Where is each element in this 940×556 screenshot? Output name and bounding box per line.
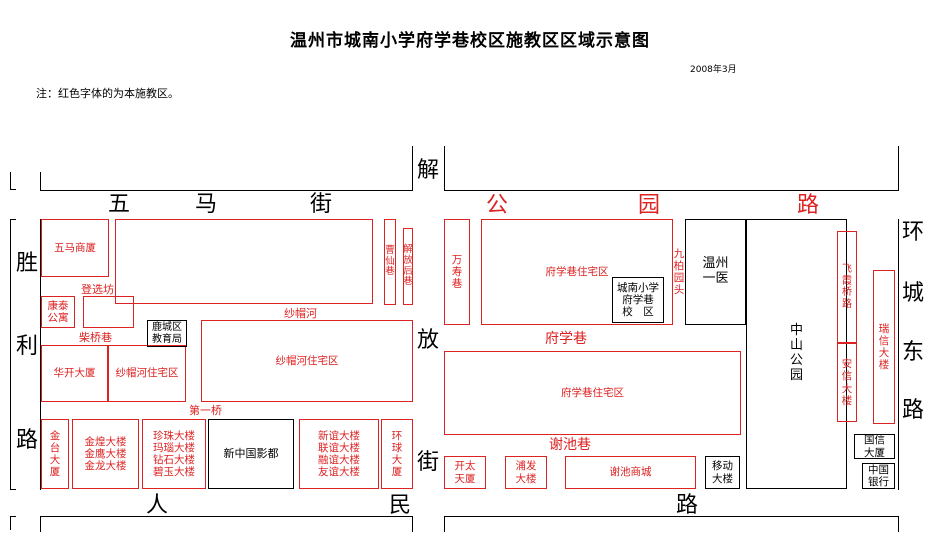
block-jinhuang-group: 金煌大楼 金鹰大楼 金龙大楼 — [72, 419, 139, 489]
block-zhongshan-park: 中 山 公 园 — [746, 219, 847, 489]
shengli-road-west-cap-top — [10, 189, 16, 190]
block-lucheng-education-bureau: 鹿城区 教育局 — [147, 320, 187, 347]
lane-chaiqiaoxiang: 柴桥巷 — [79, 331, 112, 344]
jiefang-road-west-edge-bottom — [412, 516, 413, 532]
road-label-huan: 环 — [902, 220, 925, 245]
wuma-road-north-left-tick — [40, 172, 41, 190]
block-wuma-street-frontage — [115, 219, 373, 304]
block-fuxuexiang-residential-north: 府学巷住宅区 — [481, 219, 673, 325]
jiefang-road-west-edge-top — [412, 146, 413, 191]
lane-jiefanghou: 解 放 后 巷 — [403, 228, 413, 305]
block-jintai: 金 台 大 厦 — [41, 419, 69, 489]
shengli-road-west-cap-bottom — [10, 489, 16, 490]
renmin-road-south-right-edge — [444, 516, 899, 517]
block-fuxuexiang-residential-south: 府学巷住宅区 — [444, 351, 741, 435]
renmin-road-south-left-tick — [40, 516, 41, 532]
road-label-jie: 解 — [417, 158, 440, 183]
road-label-lu-left: 路 — [16, 428, 39, 453]
block-huakai: 华开大厦 — [41, 345, 108, 402]
block-ruixin: 瑞 信 大 楼 — [873, 270, 895, 424]
road-label-sheng: 胜 — [16, 251, 39, 276]
road-label-fang: 放 — [417, 328, 440, 353]
road-label-yuan: 园 — [638, 193, 661, 218]
road-label-min: 民 — [389, 493, 412, 518]
road-label-ren: 人 — [146, 493, 169, 518]
road-label-li: 利 — [16, 334, 39, 359]
map-date: 2008年3月 — [690, 65, 737, 75]
road-label-lu-right: 路 — [902, 398, 925, 423]
block-wenzhou-no1-hospital: 温州 一医 — [685, 219, 746, 325]
shengli-road-west-edge — [10, 219, 11, 490]
renmin-road-south-left-edge — [40, 516, 413, 517]
block-shamaohe-residential: 纱帽河住宅区 — [201, 320, 413, 402]
lane-fuxuexiang: 府学巷 — [545, 331, 587, 347]
road-label-wu: 五 — [108, 192, 131, 217]
lane-dengxuanfang: 登选坊 — [81, 283, 114, 296]
lane-caoxian: 曹 仙 巷 — [384, 219, 396, 305]
road-feixiaqiao: 飞 霞 桥 路 — [837, 231, 857, 343]
lane-wanshou: 万 寿 巷 — [444, 219, 470, 325]
block-kangtai: 康泰 公寓 — [41, 296, 75, 328]
lane-shamaohe: 纱帽河 — [284, 307, 317, 320]
block-xinzhongguo-cinema: 新中国影都 — [208, 419, 294, 489]
wuma-road-north-left-edge — [40, 190, 412, 191]
road-label-lu-bottom: 路 — [676, 493, 699, 518]
block-bank-of-china: 中国 银行 — [862, 463, 895, 489]
gongyuan-road-north-right-edge — [444, 190, 899, 191]
road-label-wujie: 街 — [310, 192, 333, 217]
map-note: 注：红色字体的为本施教区。 — [36, 87, 179, 100]
block-chengnan-school: 城南小学 府学巷 校 区 — [612, 277, 664, 323]
shengli-road-east-edge — [40, 219, 41, 490]
road-label-dong: 东 — [902, 340, 925, 365]
block-xiechi-mall: 谢池商城 — [565, 456, 696, 489]
road-label-cheng: 城 — [902, 281, 925, 306]
block-zhenzhu-group: 珍珠大楼 玛瑙大楼 钻石大楼 碧玉大楼 — [142, 419, 206, 489]
lane-jiubaiyuantou: 九 柏 园 头 — [673, 247, 685, 297]
lane-xiechixiang: 谢池巷 — [549, 437, 591, 453]
block-kaitai: 开太 天厦 — [444, 456, 486, 489]
shengli-road-west-cap-mid — [10, 219, 16, 220]
shengli-road-west-cap-low — [10, 516, 16, 517]
block-guoxin: 国信 大厦 — [854, 434, 895, 459]
block-xinyi-group: 新谊大楼 联谊大楼 融谊大楼 友谊大楼 — [299, 419, 379, 489]
block-pufa: 浦发 大楼 — [505, 456, 547, 489]
block-dengxuanfang-parcel — [83, 296, 134, 328]
block-huanqiu: 环 球 大 厦 — [381, 419, 413, 489]
block-shamaohe-small: 纱帽河住宅区 — [108, 345, 186, 402]
shengli-road-west-edge-bottom — [10, 516, 11, 530]
jiefang-road-east-edge-bottom — [444, 516, 445, 532]
huancheng-road-west-edge — [898, 219, 899, 490]
block-wuma-building: 五马商厦 — [41, 219, 109, 277]
jiefang-road-east-edge-top — [444, 146, 445, 191]
road-label-lu-top: 路 — [797, 193, 820, 218]
road-label-gong: 公 — [486, 193, 509, 218]
map-title: 温州市城南小学府学巷校区施教区区域示意图 — [290, 31, 650, 51]
road-label-ma: 马 — [195, 192, 218, 217]
block-anxin: 安 信 大 楼 — [837, 343, 857, 422]
huancheng-road-west-edge-bottom — [898, 516, 899, 532]
lane-diyiqiao: 第一桥 — [189, 404, 222, 417]
road-label-jie2: 街 — [417, 450, 440, 475]
shengli-road-west-edge-top — [10, 172, 11, 190]
block-mobile-building: 移动 大楼 — [705, 456, 740, 489]
gongyuan-road-north-right-tick — [898, 146, 899, 191]
